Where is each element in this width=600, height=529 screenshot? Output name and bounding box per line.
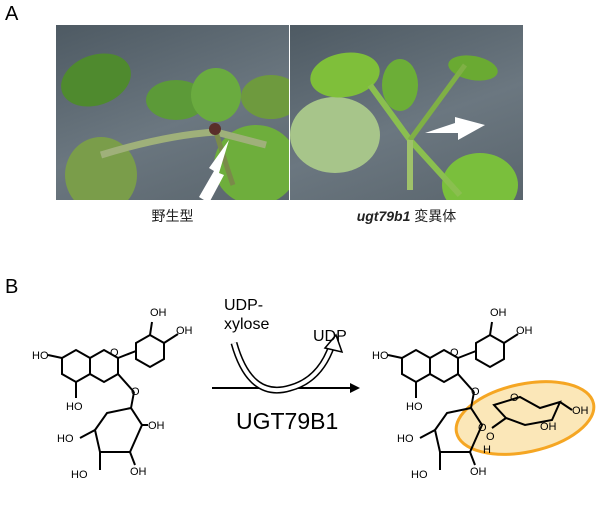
cyanidin-3-glucoside-structure	[47, 321, 179, 470]
panel-a-label: A	[5, 3, 19, 25]
udp-xylose-line1: UDP-	[224, 297, 264, 314]
svg-text:OH: OH	[540, 421, 557, 433]
svg-text:O: O	[478, 422, 487, 434]
svg-text:O: O	[110, 347, 119, 359]
wild-type-seedling-photo	[56, 25, 289, 200]
svg-text:O: O	[131, 386, 140, 398]
panel-b-label: B	[5, 276, 19, 298]
wild-type-caption: 野生型	[151, 208, 194, 224]
xylose-highlight	[454, 380, 596, 456]
svg-text:OH: OH	[150, 307, 167, 319]
ugt79b1-mutant-seedling-photo	[290, 25, 523, 200]
svg-text:OH: OH	[176, 325, 193, 337]
svg-text:OH: OH	[516, 325, 533, 337]
svg-text:OH: OH	[130, 466, 147, 478]
enzyme-label: UGT79B1	[236, 408, 339, 434]
arrow-icon	[425, 117, 485, 140]
gene-name: ugt79b1	[356, 208, 411, 224]
svg-text:HO: HO	[57, 433, 74, 445]
mutant-suffix: 変異体	[410, 208, 457, 224]
svg-text:HO: HO	[397, 433, 414, 445]
svg-text:O: O	[486, 431, 495, 443]
svg-text:HO: HO	[406, 401, 423, 413]
svg-text:O: O	[450, 347, 459, 359]
svg-text:OH: OH	[490, 307, 507, 319]
svg-text:HO: HO	[71, 469, 88, 481]
svg-text:HO: HO	[372, 350, 389, 362]
svg-text:O: O	[471, 386, 480, 398]
mutant-caption: ugt79b1 変異体	[290, 206, 523, 226]
svg-text:OH: OH	[572, 405, 589, 417]
udp-label: UDP	[313, 328, 347, 345]
udp-xylose-label: UDP-xylose	[224, 296, 269, 334]
svg-text:HO: HO	[411, 469, 428, 481]
cyanidin-3-sambubioside-structure	[387, 321, 573, 470]
svg-text:HO: HO	[32, 350, 49, 362]
udp-xylose-line2: xylose	[224, 316, 270, 333]
svg-text:HO: HO	[66, 401, 83, 413]
svg-text:OH: OH	[148, 420, 165, 432]
arrow-icon	[199, 140, 229, 200]
svg-text:O: O	[510, 392, 519, 404]
svg-text:H: H	[483, 444, 491, 456]
svg-text:OH: OH	[470, 466, 487, 478]
